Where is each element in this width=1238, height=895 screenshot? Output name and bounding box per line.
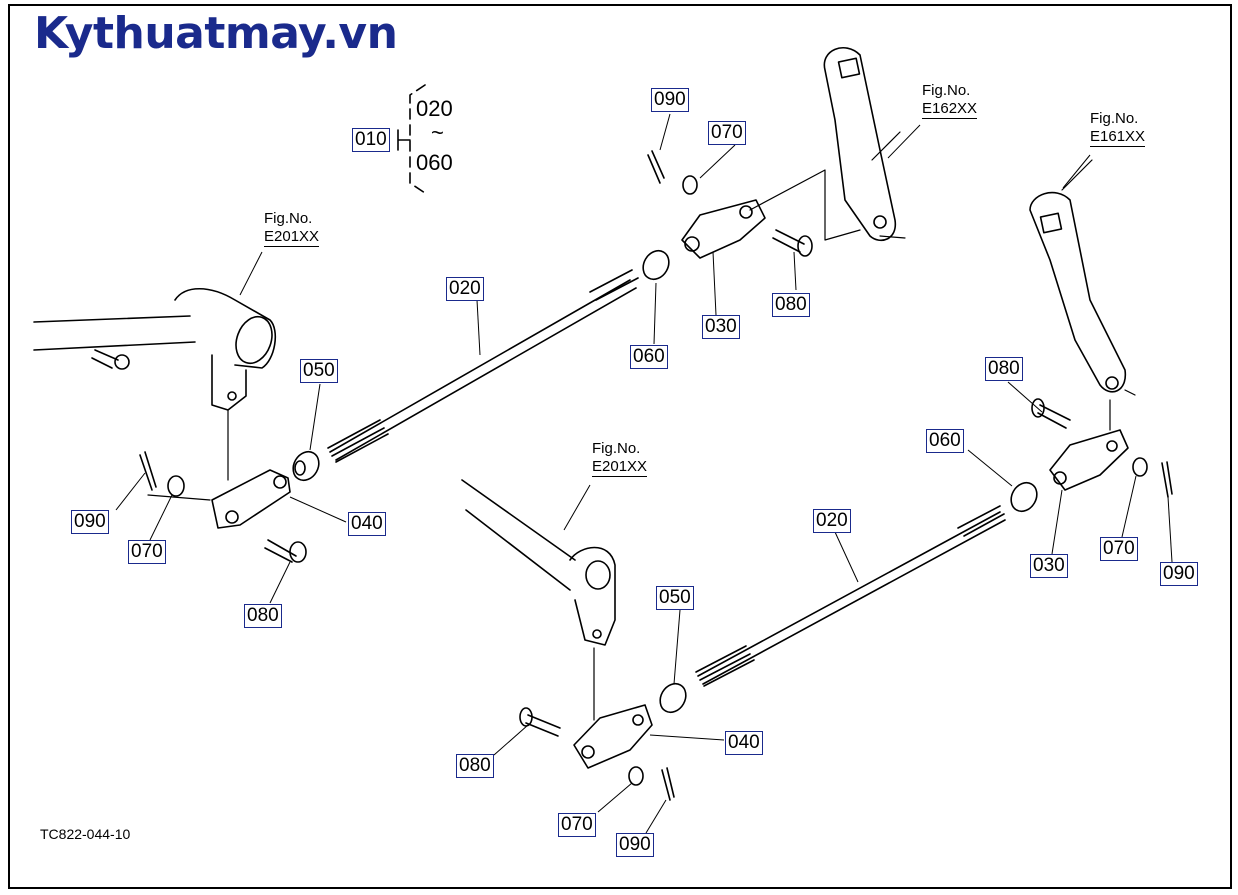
range-tilde: ~ xyxy=(431,120,444,145)
callout-080[interactable]: 080 xyxy=(772,293,810,317)
left-boss xyxy=(174,288,277,369)
callout-020[interactable]: 020 xyxy=(446,277,484,301)
upper-rod-thread-left xyxy=(327,419,389,463)
callout-070[interactable]: 070 xyxy=(708,121,746,145)
fig-code: E161XX xyxy=(1090,128,1146,147)
callout-090[interactable]: 090 xyxy=(71,510,109,534)
callout-040[interactable]: 040 xyxy=(348,512,386,536)
lower-rod-thread-right xyxy=(957,505,1005,537)
fig-code: E201XX xyxy=(264,228,320,247)
upper-rod xyxy=(329,279,637,461)
callout-010[interactable]: 010 xyxy=(352,128,390,152)
callout-060[interactable]: 060 xyxy=(926,429,964,453)
fig-label: Fig.No. xyxy=(922,82,971,99)
fig-code: E162XX xyxy=(922,100,978,119)
callout-080[interactable]: 080 xyxy=(985,357,1023,381)
e161-lever xyxy=(1029,191,1126,393)
callout-070[interactable]: 070 xyxy=(128,540,166,564)
watermark-text: Kythuatmay.vn xyxy=(34,8,398,59)
e162-lever xyxy=(823,46,896,241)
drawing-lines xyxy=(33,46,1173,801)
fig-ref-e161[interactable]: Fig.No. E161XX xyxy=(1090,110,1146,147)
callout-050[interactable]: 050 xyxy=(656,586,694,610)
callout-080[interactable]: 080 xyxy=(456,754,494,778)
callout-080[interactable]: 080 xyxy=(244,604,282,628)
upper-clevis xyxy=(681,199,766,259)
left-pin-stub xyxy=(91,349,119,369)
mid-arm xyxy=(569,546,616,646)
callout-090[interactable]: 090 xyxy=(1160,562,1198,586)
callout-030[interactable]: 030 xyxy=(702,315,740,339)
lower-right-clevis xyxy=(1049,429,1129,491)
callout-060[interactable]: 060 xyxy=(630,345,668,369)
group-bracket xyxy=(409,84,426,194)
callout-020[interactable]: 020 xyxy=(813,509,851,533)
lower-rod xyxy=(697,511,1006,685)
leader-lines xyxy=(115,113,1173,834)
fig-label: Fig.No. xyxy=(1090,110,1139,127)
fig-label: Fig.No. xyxy=(592,440,641,457)
callout-090[interactable]: 090 xyxy=(651,88,689,112)
callout-070[interactable]: 070 xyxy=(558,813,596,837)
left-shaft xyxy=(33,315,196,351)
callout-070[interactable]: 070 xyxy=(1100,537,1138,561)
drawing-code: TC822-044-10 xyxy=(40,826,131,842)
left-boss-hole xyxy=(235,315,273,365)
lower-clevis xyxy=(573,704,653,769)
callout-050[interactable]: 050 xyxy=(300,359,338,383)
fig-label: Fig.No. xyxy=(264,210,313,227)
fig-ref-e201-top[interactable]: Fig.No. E201XX xyxy=(264,210,320,247)
callout-090[interactable]: 090 xyxy=(616,833,654,857)
range-start-020: 020 xyxy=(416,96,453,121)
fig-code: E201XX xyxy=(592,458,648,477)
left-clevis xyxy=(211,469,291,529)
diagram-border xyxy=(8,4,1232,889)
callout-040[interactable]: 040 xyxy=(725,731,763,755)
mid-shaft xyxy=(461,479,576,591)
fig-ref-e201-mid[interactable]: Fig.No. E201XX xyxy=(592,440,648,477)
fig-ref-e162[interactable]: Fig.No. E162XX xyxy=(922,82,978,119)
left-arm xyxy=(211,354,247,411)
range-end-060: 060 xyxy=(416,150,453,175)
upper-rod-thread-right xyxy=(589,269,639,301)
lower-rod-thread-left xyxy=(695,645,755,687)
callout-030[interactable]: 030 xyxy=(1030,554,1068,578)
